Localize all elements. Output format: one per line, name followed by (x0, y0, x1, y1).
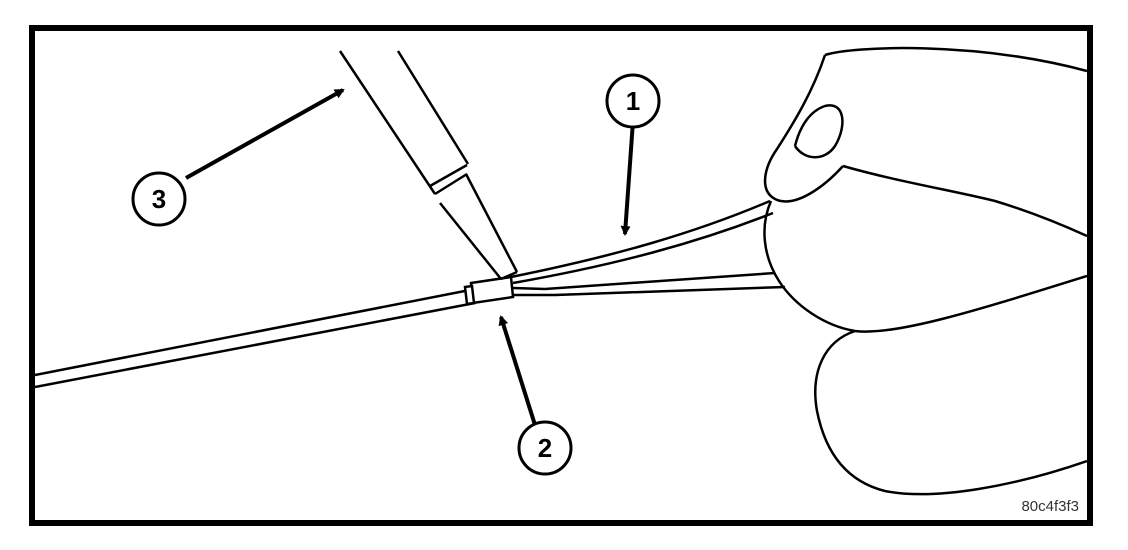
upper-lead-wire (510, 199, 774, 285)
fingers-icon (763, 46, 1087, 496)
figure-id: 80c4f3f3 (1021, 498, 1079, 515)
callout-3-label: 3 (152, 184, 166, 214)
callout-2: 2 (517, 420, 573, 476)
arrow-to-soldering-iron (185, 88, 345, 180)
arrow-icon (185, 88, 635, 426)
callout-2-label: 2 (538, 433, 552, 463)
callout-1-label: 1 (626, 86, 640, 116)
arrow-to-solder-sleeve (498, 315, 537, 426)
wire-repair-illustration: 1 2 3 (35, 46, 1087, 496)
callout-3: 3 (131, 171, 187, 227)
illustration-frame: 1 2 3 80c4f3f3 (29, 25, 1093, 526)
solder-sleeve-icon (463, 275, 515, 306)
soldering-iron-icon (338, 50, 519, 281)
wire-icon (35, 287, 476, 389)
arrow-to-lead-wire (620, 120, 635, 236)
lower-lead-wire (512, 271, 786, 297)
callout-1: 1 (605, 73, 661, 129)
